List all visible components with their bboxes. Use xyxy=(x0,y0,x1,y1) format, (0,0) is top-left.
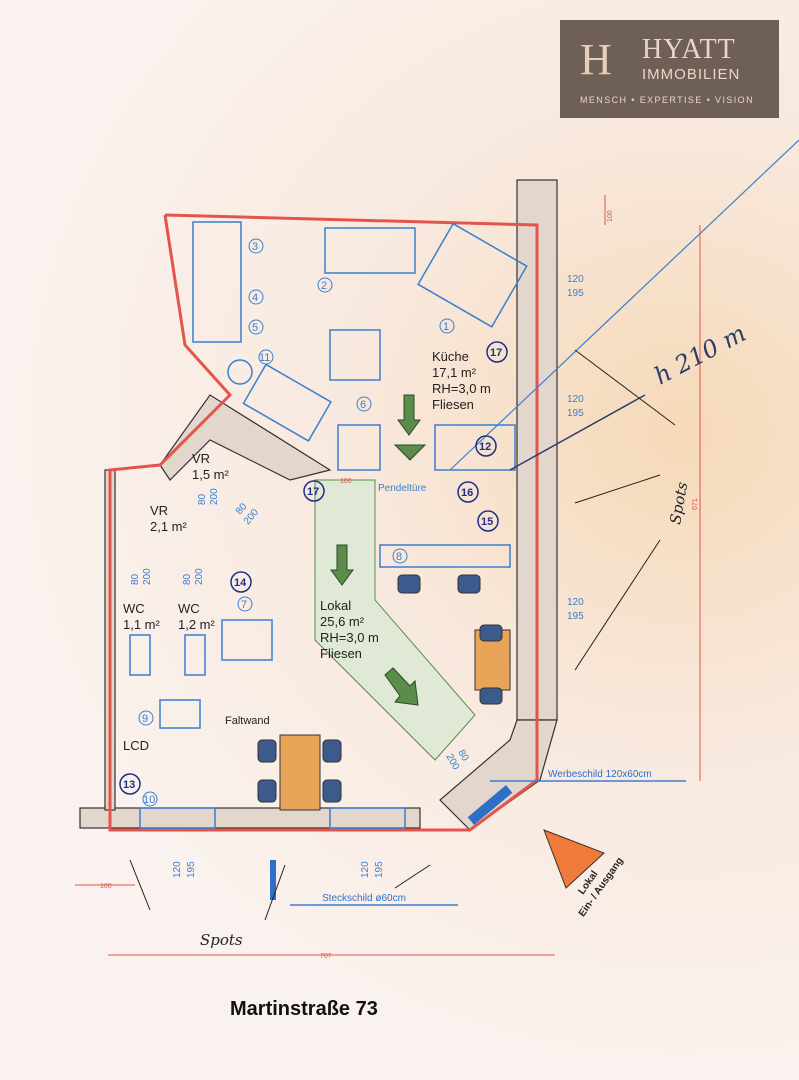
handwritten-line xyxy=(509,394,646,471)
property-boundary xyxy=(108,213,539,832)
svg-text:195: 195 xyxy=(567,611,584,622)
svg-text:80: 80 xyxy=(455,748,470,764)
marker-17-door: 17 xyxy=(307,486,319,498)
direction-arrows xyxy=(330,394,427,706)
spots-bottom-label: Spots xyxy=(200,931,243,949)
svg-text:120: 120 xyxy=(360,861,371,878)
marker-6: 6 xyxy=(360,399,366,411)
marker-13: 13 xyxy=(123,779,135,791)
vr1-area: 1,5 m² xyxy=(192,467,230,482)
vr1-name: VR xyxy=(192,451,210,466)
circled-numbers xyxy=(119,341,508,795)
steckschild-label: Steckschild ø60cm xyxy=(322,893,406,904)
street-title: Martinstraße 73 xyxy=(230,998,378,1020)
steckschild-sign xyxy=(270,860,276,900)
svg-text:25,6 m²: 25,6 m² xyxy=(320,614,365,629)
svg-text:200: 200 xyxy=(194,568,205,585)
entrance-triangle xyxy=(543,829,605,889)
marker-11: 11 xyxy=(259,352,270,364)
svg-text:RH=3,0 m: RH=3,0 m xyxy=(432,381,491,396)
svg-text:17,1 m²: 17,1 m² xyxy=(432,365,477,380)
svg-text:120: 120 xyxy=(567,394,584,405)
marker-15: 15 xyxy=(481,516,493,528)
svg-text:195: 195 xyxy=(567,288,584,299)
marker-17-kitchen: 17 xyxy=(490,347,502,359)
svg-text:Fliesen: Fliesen xyxy=(432,397,474,412)
wc2-area: 1,2 m² xyxy=(178,617,216,632)
sight-line xyxy=(449,139,799,471)
werbeschild-label: Werbeschild 120x60cm xyxy=(548,769,652,780)
svg-text:200: 200 xyxy=(142,568,153,585)
dim-offset-center: 100 xyxy=(340,478,352,485)
svg-text:120: 120 xyxy=(172,861,183,878)
logo-tagline: MENSCH • EXPERTISE • VISION xyxy=(580,95,754,105)
marker-8: 8 xyxy=(396,551,402,563)
marker-12: 12 xyxy=(479,441,491,453)
faltwand-label: Faltwand xyxy=(225,715,270,727)
dimension-lines xyxy=(75,195,701,956)
kitchen-label: Küche 17,1 m² RH=3,0 m Fliesen xyxy=(432,349,491,412)
equipment-numbers xyxy=(138,238,455,807)
kitchen-equipment xyxy=(129,221,528,829)
walkway-hatch xyxy=(314,479,476,761)
svg-text:Fliesen: Fliesen xyxy=(320,646,362,661)
svg-text:200: 200 xyxy=(209,488,220,505)
werbeschild-sign xyxy=(467,785,513,825)
marker-10: 10 xyxy=(143,794,155,806)
dim-offset-left: 100 xyxy=(100,883,112,890)
spots-right-label: Spots xyxy=(666,480,691,525)
lokal-label: Lokal 25,6 m² RH=3,0 m Fliesen xyxy=(320,598,379,661)
svg-text:80: 80 xyxy=(130,573,141,585)
lcd-label: LCD xyxy=(123,738,149,753)
svg-text:195: 195 xyxy=(567,408,584,419)
svg-text:80: 80 xyxy=(197,493,208,505)
svg-text:Lokal: Lokal xyxy=(320,598,351,613)
svg-text:195: 195 xyxy=(374,861,385,878)
svg-text:120: 120 xyxy=(567,274,584,285)
wc2-name: WC xyxy=(178,601,200,616)
svg-text:80: 80 xyxy=(182,573,193,585)
marker-14: 14 xyxy=(234,577,247,589)
dim-top: 100 xyxy=(607,210,614,222)
marker-3: 3 xyxy=(252,241,258,253)
hyatt-logo: H HYATT IMMOBILIEN MENSCH • EXPERTISE • … xyxy=(560,20,779,118)
furniture xyxy=(257,574,511,811)
logo-mark: H xyxy=(580,35,612,84)
marker-5: 5 xyxy=(252,322,258,334)
wc1-area: 1,1 m² xyxy=(123,617,161,632)
marker-1: 1 xyxy=(443,321,449,333)
marker-4: 4 xyxy=(252,292,258,304)
svg-text:120: 120 xyxy=(567,597,584,608)
marker-7: 7 xyxy=(241,599,247,611)
vr2-area: 2,1 m² xyxy=(150,519,188,534)
marker-2: 2 xyxy=(321,280,327,292)
wc1-name: WC xyxy=(123,601,145,616)
svg-text:RH=3,0 m: RH=3,0 m xyxy=(320,630,379,645)
pendeltuere-label: Pendeltüre xyxy=(378,483,427,494)
logo-name: HYATT xyxy=(642,34,736,65)
spot-lines xyxy=(129,349,676,921)
svg-text:Küche: Küche xyxy=(432,349,469,364)
logo-sub: IMMOBILIEN xyxy=(642,66,741,83)
marker-16: 16 xyxy=(461,487,473,499)
dim-width: 707 xyxy=(320,953,332,960)
dim-depth: 671 xyxy=(692,498,699,510)
vr2-name: VR xyxy=(150,503,168,518)
marker-9: 9 xyxy=(142,713,148,725)
svg-text:195: 195 xyxy=(186,861,197,878)
